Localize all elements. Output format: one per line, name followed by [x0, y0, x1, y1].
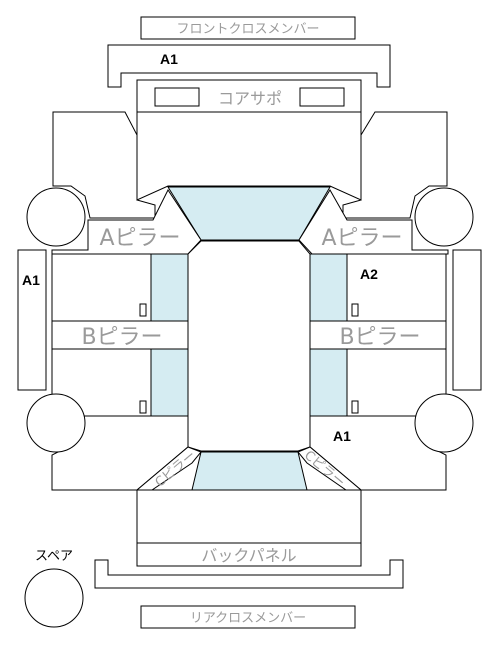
left-rear-wheel[interactable]: [26, 393, 86, 453]
right-front-window[interactable]: [309, 253, 348, 322]
rear-window[interactable]: [191, 451, 308, 491]
left-a-pillar-label: Aピラー: [99, 226, 180, 251]
right-front-handle[interactable]: [351, 303, 359, 317]
right-rear-window[interactable]: [309, 348, 348, 417]
rear-cross-member-box[interactable]: [140, 605, 356, 629]
rank-right-upper: A2: [360, 266, 378, 282]
left-front-window[interactable]: [150, 253, 189, 322]
rank-front: A1: [160, 51, 178, 67]
front-cross-member-box[interactable]: [140, 16, 356, 40]
left-front-handle[interactable]: [139, 303, 147, 317]
trunk[interactable]: [136, 489, 362, 544]
front-cross-member-label: フロントクロスメンバー: [176, 22, 319, 37]
right-b-pillar[interactable]: [309, 320, 447, 350]
back-panel[interactable]: [136, 542, 362, 567]
core-support-right-slot: [299, 87, 345, 107]
right-c-pillar[interactable]: [297, 446, 363, 491]
rear-bumper-bracket[interactable]: [94, 559, 404, 589]
rear-cross-member-label: リアクロスメンバー: [190, 611, 306, 626]
right-side-skirt[interactable]: [452, 249, 482, 391]
rank-left-side: A1: [22, 272, 40, 288]
right-b-pillar-label: Bピラー: [339, 325, 420, 350]
left-c-pillar[interactable]: [135, 446, 202, 491]
left-side-skirt[interactable]: [17, 249, 47, 391]
spare-tire[interactable]: [24, 568, 84, 628]
right-front-wheel[interactable]: [414, 187, 474, 247]
left-rear-window[interactable]: [150, 348, 189, 417]
left-front-wheel[interactable]: [26, 187, 86, 247]
rank-right-lower: A1: [333, 428, 351, 444]
right-rear-handle[interactable]: [351, 400, 359, 414]
right-a-pillar-label: Aピラー: [321, 226, 402, 251]
left-rear-handle[interactable]: [139, 400, 147, 414]
left-b-pillar-label: Bピラー: [81, 325, 162, 350]
core-support-label: コアサポ: [218, 89, 282, 108]
core-support-left-slot: [154, 87, 200, 107]
hood-area[interactable]: [136, 79, 362, 201]
back-panel-label: バックパネル: [201, 546, 296, 565]
front-bumper-bracket[interactable]: [107, 44, 391, 88]
roof[interactable]: [187, 240, 311, 452]
spare-label: スペア: [35, 549, 73, 564]
right-rear-wheel[interactable]: [414, 393, 474, 453]
